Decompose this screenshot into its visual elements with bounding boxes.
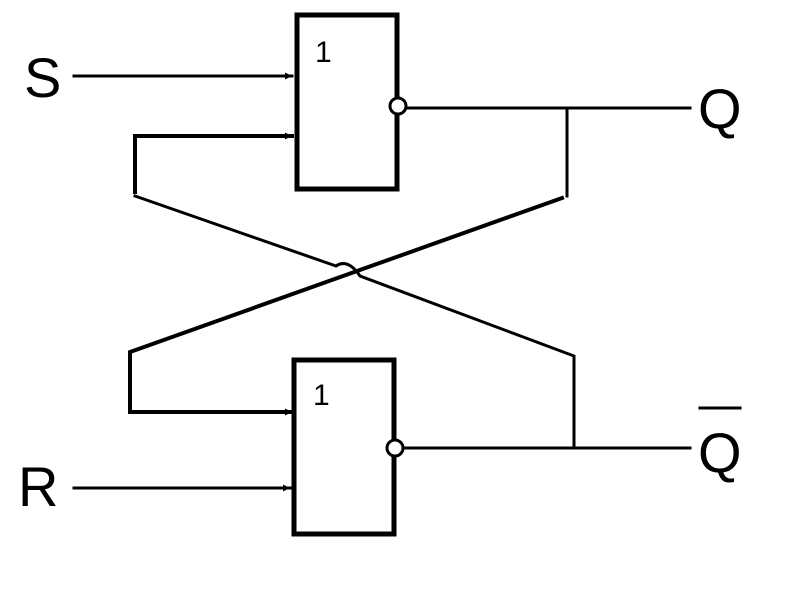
top-gate-inversion-bubble — [388, 96, 408, 116]
q-feedback-cross-wire — [128, 195, 565, 416]
output-q-bar-label: Q — [698, 421, 742, 484]
bottom-gate-inversion-bubble — [385, 438, 405, 458]
output-q-label: Q — [698, 77, 742, 140]
top-gate-symbol: 1 — [315, 36, 332, 69]
bottom-gate-symbol: 1 — [313, 379, 330, 412]
top-nor-gate — [294, 12, 400, 192]
input-s-label: S — [24, 46, 61, 109]
qbar-feedback-cross-wire — [133, 194, 576, 450]
bottom-nor-gate — [291, 357, 397, 537]
input-r-label: R — [18, 455, 58, 518]
top-gate-feedback-input-wire — [133, 132, 294, 194]
